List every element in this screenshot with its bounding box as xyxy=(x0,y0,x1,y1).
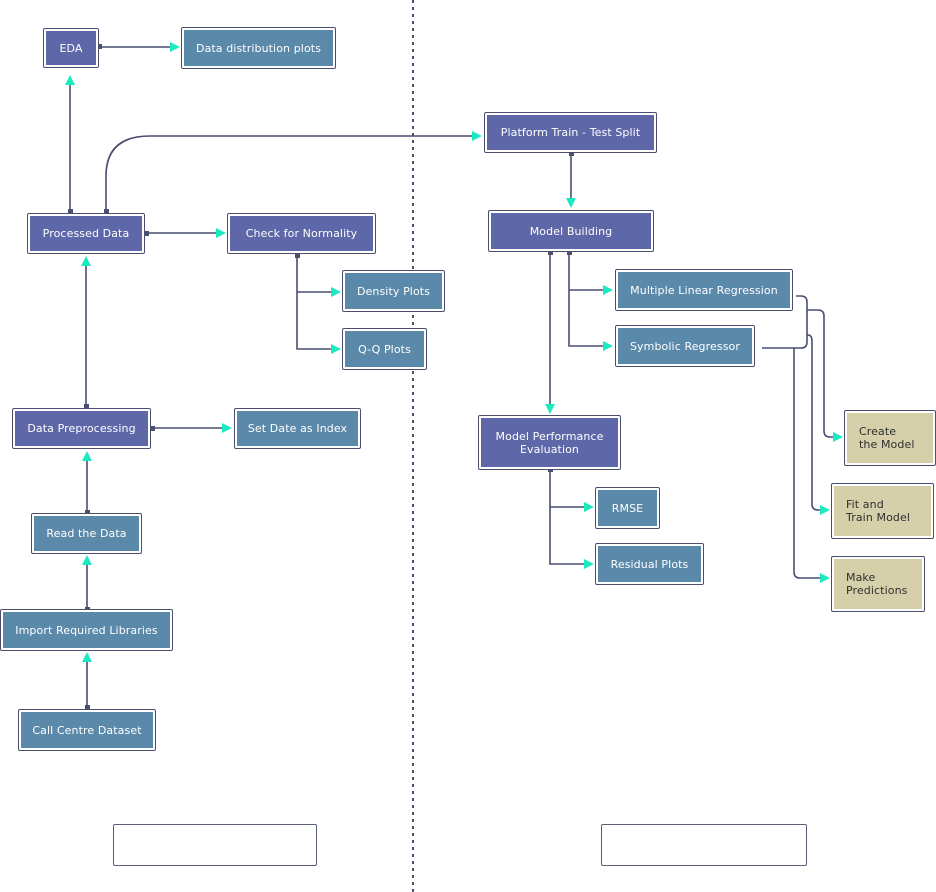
node-label: Read the Data xyxy=(34,516,139,551)
node-label: Import Required Libraries xyxy=(3,612,170,648)
connector-to-make-predictions xyxy=(793,348,830,583)
node-label: Model Building xyxy=(491,213,651,249)
node-call-centre-dataset[interactable]: Call Centre Dataset xyxy=(18,709,156,751)
caption-fill xyxy=(604,827,804,863)
connector-building-to-mlr xyxy=(568,252,613,295)
connector-evaluation-to-residual xyxy=(549,507,594,569)
connector-normality-to-density xyxy=(296,255,341,297)
node-eda[interactable]: EDA xyxy=(43,28,99,68)
node-symbolic-regressor[interactable]: Symbolic Regressor xyxy=(615,325,755,367)
connector-building-to-symbolic xyxy=(568,290,613,351)
node-data-preprocessing[interactable]: Data Preprocessing xyxy=(12,408,151,449)
port xyxy=(68,209,73,214)
port xyxy=(548,250,553,255)
node-data-distribution-plots[interactable]: Data distribution plots xyxy=(181,27,336,69)
port xyxy=(84,404,89,409)
node-label: Symbolic Regressor xyxy=(618,328,752,364)
node-create-the-model[interactable]: Create the Model xyxy=(844,410,936,466)
port xyxy=(144,231,149,236)
port xyxy=(567,250,572,255)
node-label: Data distribution plots xyxy=(184,30,333,66)
node-import-required-libraries[interactable]: Import Required Libraries xyxy=(0,609,173,651)
caption-fill xyxy=(116,827,314,863)
node-label: Platform Train - Test Split xyxy=(487,115,654,150)
left-panel-caption-box xyxy=(113,824,317,866)
port xyxy=(85,705,90,710)
port xyxy=(295,253,300,258)
node-multiple-linear-regression[interactable]: Multiple Linear Regression xyxy=(615,269,793,311)
connector-to-fit-train xyxy=(807,334,830,515)
node-rmse[interactable]: RMSE xyxy=(595,487,660,529)
node-model-building[interactable]: Model Building xyxy=(488,210,654,252)
node-label: Q-Q Plots xyxy=(345,331,424,367)
connector-processed-to-split xyxy=(105,131,482,212)
node-residual-plots[interactable]: Residual Plots xyxy=(595,543,704,585)
node-label: Residual Plots xyxy=(598,546,701,582)
node-label: Multiple Linear Regression xyxy=(618,272,790,308)
port xyxy=(97,44,102,49)
node-label: Check for Normality xyxy=(230,216,373,251)
node-platform-train-test-split[interactable]: Platform Train - Test Split xyxy=(484,112,657,153)
port xyxy=(104,209,109,214)
node-set-date-as-index[interactable]: Set Date as Index xyxy=(234,408,361,449)
node-label: Set Date as Index xyxy=(237,411,358,446)
connector-model-bracket xyxy=(762,295,808,349)
node-label: Make Predictions xyxy=(834,559,922,609)
connector-normality-to-qq xyxy=(296,292,341,354)
node-processed-data[interactable]: Processed Data xyxy=(27,213,145,254)
node-make-predictions[interactable]: Make Predictions xyxy=(831,556,925,612)
connector-to-create-model xyxy=(807,309,843,442)
port xyxy=(150,426,155,431)
node-label: Call Centre Dataset xyxy=(21,712,153,748)
connector-evaluation-to-rmse xyxy=(549,469,594,512)
node-qq-plots[interactable]: Q-Q Plots xyxy=(342,328,427,370)
port xyxy=(85,510,90,515)
node-fit-and-train-model[interactable]: Fit and Train Model xyxy=(831,483,934,539)
port xyxy=(569,151,574,156)
node-label: EDA xyxy=(46,31,96,65)
node-label: RMSE xyxy=(598,490,657,526)
node-label: Processed Data xyxy=(30,216,142,251)
node-read-the-data[interactable]: Read the Data xyxy=(31,513,142,554)
node-label: Create the Model xyxy=(847,413,933,463)
node-label: Model Performance Evaluation xyxy=(481,418,618,467)
node-label: Density Plots xyxy=(345,273,442,309)
node-density-plots[interactable]: Density Plots xyxy=(342,270,445,312)
node-label: Data Preprocessing xyxy=(15,411,148,446)
node-label: Fit and Train Model xyxy=(834,486,931,536)
node-check-for-normality[interactable]: Check for Normality xyxy=(227,213,376,254)
node-model-performance-evaluation[interactable]: Model Performance Evaluation xyxy=(478,415,621,470)
right-panel-caption-box xyxy=(601,824,807,866)
